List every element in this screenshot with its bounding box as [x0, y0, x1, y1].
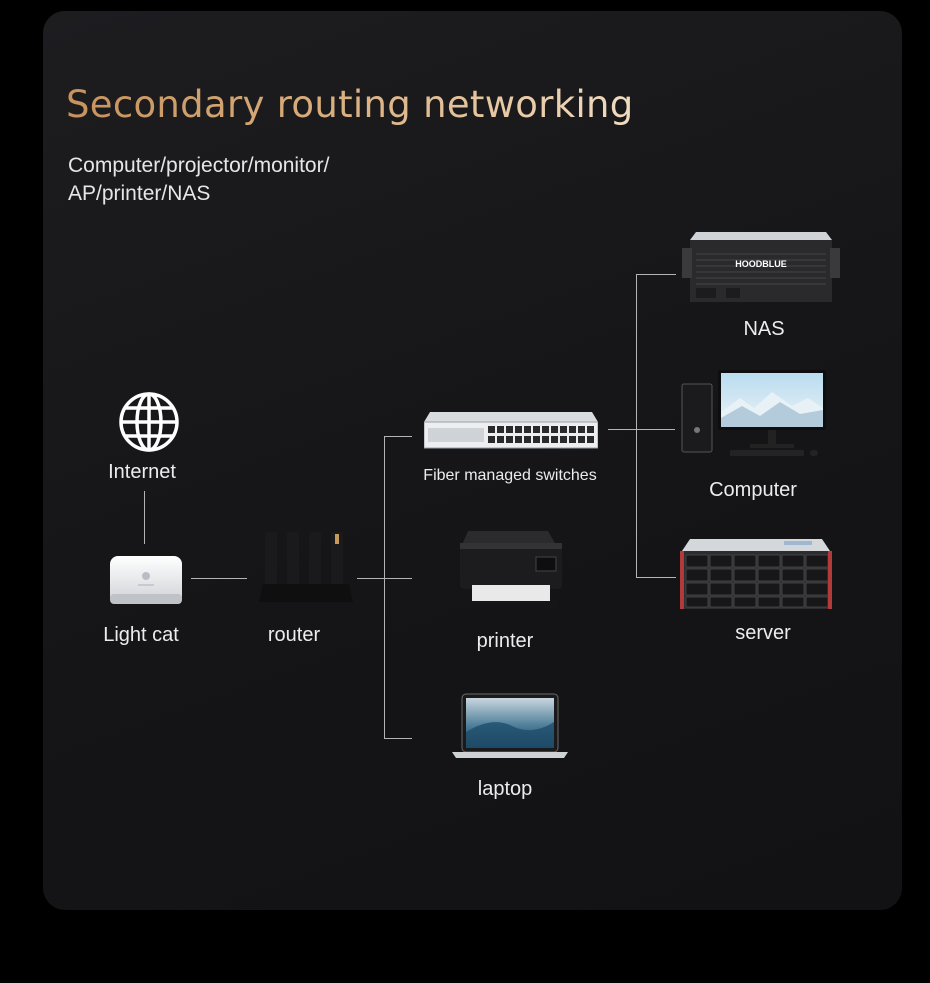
router-label: router: [267, 624, 321, 646]
nas-device: HOODBLUE: [682, 230, 840, 304]
subtitle-line-1: Computer/projector/monitor/: [68, 154, 330, 177]
connector-bus-nas: [636, 274, 676, 275]
connector-router-bus: [357, 578, 385, 579]
subtitle: Computer/projector/monitor/ AP/printer/N…: [68, 152, 398, 208]
connector-lightcat-router: [191, 578, 247, 579]
bus-vertical-right: [636, 274, 637, 578]
connector-bus-laptop: [384, 738, 412, 739]
page-title: Secondary routing networking: [66, 83, 634, 126]
nas-label: NAS: [743, 318, 785, 340]
light-cat-device: [108, 554, 184, 606]
switch-device: [424, 410, 598, 452]
connector-internet-lightcat: [144, 491, 145, 544]
switch-label: Fiber managed switches: [423, 467, 597, 484]
router-device: [259, 528, 353, 604]
light-cat-label: Light cat: [103, 624, 179, 646]
connector-bus-switch: [384, 436, 412, 437]
connector-switch-bus: [608, 429, 675, 430]
printer-device: [458, 527, 564, 611]
connector-bus-printer: [384, 578, 412, 579]
computer-device: [680, 368, 828, 460]
nas-brand-logo: HOODBLUE: [735, 259, 787, 269]
bus-vertical-left: [384, 436, 385, 739]
printer-label: printer: [476, 630, 534, 652]
connector-bus-server: [636, 577, 676, 578]
laptop-label: laptop: [477, 778, 533, 800]
laptop-device: [452, 692, 568, 760]
diagram-card: [43, 11, 902, 910]
server-device: [680, 537, 832, 611]
globe-icon: [118, 391, 180, 453]
server-label: server: [735, 622, 791, 644]
internet-label: Internet: [108, 461, 176, 483]
subtitle-line-2: AP/printer/NAS: [68, 182, 211, 205]
computer-label: Computer: [709, 479, 797, 501]
